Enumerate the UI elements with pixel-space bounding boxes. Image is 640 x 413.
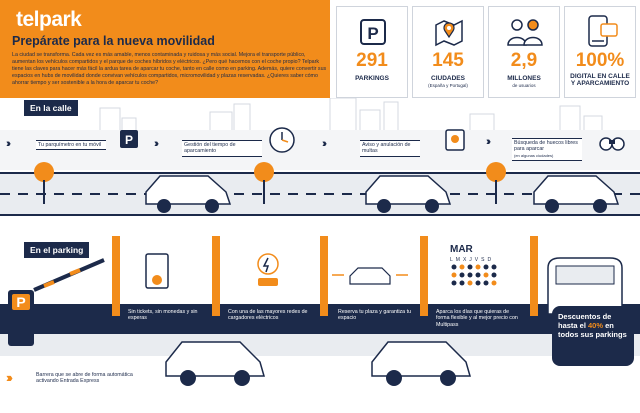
tree-icon — [34, 162, 54, 204]
calendar-day: J — [469, 257, 472, 263]
street-step-4: Búsqueda de huecos libres para aparcar (… — [512, 138, 582, 162]
parking-pillar — [320, 236, 328, 316]
clock-icon — [269, 127, 295, 153]
tree-icon — [254, 162, 274, 204]
feature-multipass: Aparca los días que quieras de forma fle… — [436, 309, 518, 328]
calendar: MAR L M X J V S D — [450, 244, 520, 298]
parking-sign-icon: P — [360, 19, 386, 45]
barrier-note: Barrera que se abre de forma automática … — [36, 372, 133, 385]
parking-pillar — [212, 236, 220, 316]
car-icon — [371, 341, 471, 386]
street-step-2: Gestión del tiempo de aparcamiento — [182, 140, 262, 157]
stat-parkings: P 291 PARKINGS — [336, 6, 408, 98]
svg-text:P: P — [125, 133, 133, 147]
chevron-right-icon: ››› — [6, 138, 11, 150]
barrier-icon — [33, 258, 105, 292]
car-icon — [165, 341, 265, 386]
parking-section-tag: En el parking — [24, 242, 90, 258]
ev-charger-icon — [257, 253, 279, 286]
calendar-day: M — [455, 257, 460, 263]
stat-sub: (España y Portugal) — [428, 83, 468, 88]
stat-number: 145 — [432, 50, 464, 71]
car-icon — [533, 175, 620, 213]
calendar-day: V — [474, 257, 479, 263]
calendar-day: D — [487, 257, 492, 263]
chevron-right-icon: ››› — [322, 138, 327, 150]
stat-label: PARKINGS — [355, 75, 389, 82]
reserved-car-icon — [332, 267, 408, 285]
stat-digital: 100% DIGITAL EN CALLE Y APARCAMIENTO — [564, 6, 636, 98]
stats-panel: P 291 PARKINGS 145 CIUDADES (España y Po… — [336, 6, 636, 98]
phone-icon — [588, 15, 618, 47]
stat-label: MILLONES — [507, 75, 541, 82]
telpark-logo[interactable]: telpark — [16, 8, 82, 31]
street-step-4-label: Búsqueda de huecos libres para aparcar — [514, 140, 578, 153]
binoculars-icon — [599, 137, 625, 151]
parking-pillar — [420, 236, 428, 316]
svg-text:P: P — [367, 24, 378, 43]
parking-pillar — [112, 236, 120, 316]
van-icon — [547, 257, 623, 315]
stat-sub: de usuarios — [512, 83, 536, 88]
promo-highlight: 40% — [588, 321, 604, 330]
stat-label: DIGITAL EN CALLE Y APARCAMIENTO — [570, 73, 630, 87]
street-step-1: Tu parquímetro en tu móvil — [36, 140, 106, 151]
parking-sign-post: P — [8, 290, 34, 346]
stat-number: 291 — [356, 50, 388, 71]
calendar-days: L M X J V S D — [450, 257, 520, 263]
car-icon — [145, 175, 232, 213]
tree-icon — [486, 162, 506, 204]
intro-paragraph: La ciudad se transforma. Cada vez es más… — [12, 52, 327, 86]
page-title: Prepárate para la nueva movilidad — [12, 34, 215, 48]
chevron-right-icon: ››› — [486, 136, 491, 148]
promo-suffix: en todos sus parkings — [558, 321, 627, 339]
street-section-tag: En la calle — [24, 100, 78, 116]
car-icon — [365, 175, 452, 213]
stat-cities: 145 CIUDADES (España y Portugal) — [412, 6, 484, 98]
payment-machine-icon — [145, 253, 169, 289]
header-background — [0, 0, 330, 98]
stat-label: CIUDADES — [431, 75, 465, 82]
calendar-day: X — [462, 257, 467, 263]
feature-no-tickets: Sin tickets, sin monedas y sin esperas — [128, 309, 198, 322]
parking-meter-icon: P — [120, 130, 138, 148]
street-step-3: Aviso y anulación de multas — [360, 140, 420, 157]
users-icon — [507, 19, 543, 46]
map-pin-icon — [435, 19, 463, 47]
feature-chargers: Con una de las mayores redes de cargador… — [228, 309, 308, 322]
stat-users: 2,9 MILLONES de usuarios — [488, 6, 560, 98]
calendar-day: L — [450, 257, 453, 263]
feature-reserve: Reserva tu plaza y garantiza tu espacio — [338, 309, 412, 322]
calendar-day: S — [481, 257, 485, 263]
stat-number: 2,9 — [510, 50, 538, 71]
chevron-right-icon: ››› — [154, 138, 159, 150]
chevron-right-icon: ››› — [6, 370, 13, 385]
calendar-grid-icon — [451, 264, 497, 286]
street-step-note: (en algunas ciudades) — [514, 152, 554, 158]
road-markings — [0, 193, 640, 195]
promo-prefix: Descuentos de hasta el — [558, 312, 612, 330]
discount-promo[interactable]: Descuentos de hasta el 40% en todos sus … — [552, 306, 634, 366]
calendar-month: MAR — [450, 244, 473, 255]
stat-number: 100% — [575, 50, 625, 71]
fine-ticket-icon — [445, 129, 465, 151]
parking-pillar — [530, 236, 538, 316]
parking-sign-letter: P — [12, 294, 30, 310]
